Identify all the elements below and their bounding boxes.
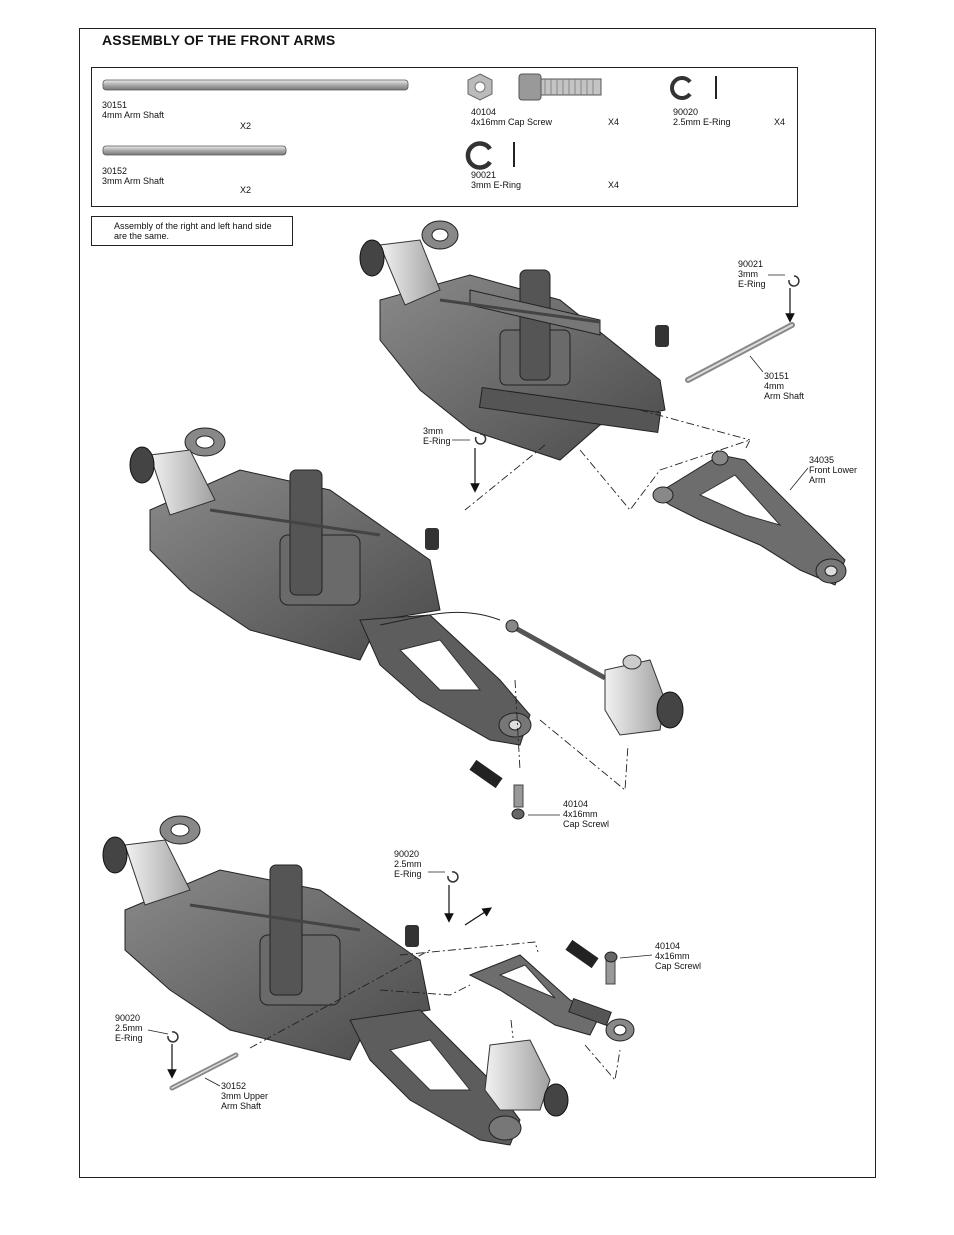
note-line-1: Assembly of the right and left hand side [114, 221, 272, 231]
note-line-2: are the same. [114, 231, 170, 241]
step2-assembly [129, 427, 532, 746]
step1-shaft [685, 322, 795, 383]
step3-shaft [169, 1052, 239, 1091]
step3-upper-arm [468, 954, 635, 1042]
page-title: ASSEMBLY OF THE FRONT ARMS [102, 32, 336, 48]
arm-shaft-4mm-icon [102, 79, 409, 91]
step1-ering-icon [788, 275, 800, 287]
e-ring-25mm-icon [670, 76, 717, 100]
step3-assembly [102, 815, 569, 1146]
part-90021-qty: X4 [608, 180, 620, 190]
step2-driveshaft-hub [379, 611, 684, 736]
step3-screw-glue [565, 939, 618, 985]
page-frame [79, 28, 876, 1178]
step2-screw-glue [469, 759, 525, 820]
note-box: Assembly of the right and left hand side… [91, 216, 293, 246]
step1-ering-left-icon [474, 433, 487, 445]
step1-assembly [359, 220, 669, 461]
e-ring-3mm-icon [465, 141, 515, 170]
step1-lower-arm [652, 450, 847, 586]
parts-list-box [91, 67, 798, 207]
cap-screw-icon [467, 73, 602, 101]
step3-ering-top-icon [447, 871, 459, 883]
part-40104-qty: X4 [608, 117, 620, 127]
part-30151-qty: X2 [240, 121, 252, 131]
step3-ering-left-icon [167, 1031, 179, 1043]
part-90020-qty: X4 [774, 117, 786, 127]
part-30152-qty: X2 [240, 185, 252, 195]
arm-shaft-3mm-icon [102, 145, 287, 156]
